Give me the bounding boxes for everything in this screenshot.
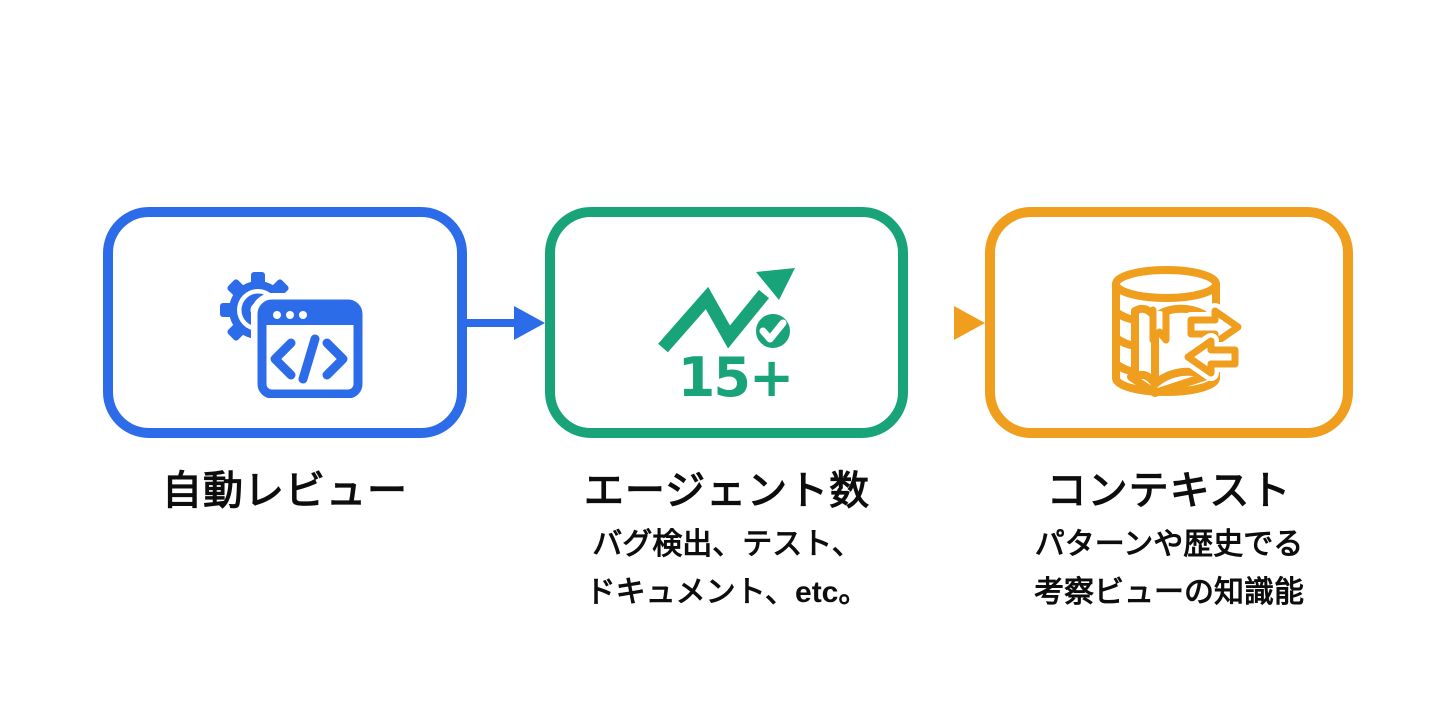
trending-up-check-icon: 15+ — [658, 268, 797, 410]
connector-arrow-1 — [467, 306, 545, 340]
step-title-auto-review: 自動レビュー — [162, 469, 408, 513]
gear-code-window-icon — [220, 272, 368, 398]
step-subtitle-line: ドキュメント、etc。 — [585, 576, 869, 609]
arrowhead-icon — [514, 306, 545, 340]
step-subtitle-context: パターンや歴史でる 考察ビューの知識能 — [969, 521, 1369, 617]
database-book-sync-icon — [1112, 266, 1246, 397]
arrowhead-icon — [954, 306, 985, 340]
step-subtitle-line: パターンや歴史でる — [1034, 528, 1304, 561]
connector-arrow-2 — [908, 306, 985, 340]
step-card-agent-count: 15+ — [545, 207, 908, 438]
step-title-agent-count: エージェント数 — [583, 469, 871, 513]
step-card-context — [985, 207, 1353, 438]
step-title-context: コンテキスト — [1046, 469, 1292, 513]
code-window-icon — [251, 293, 368, 398]
check-circle-icon — [752, 310, 794, 352]
sync-arrows-icon — [1180, 303, 1246, 381]
agent-count-badge: 15+ — [678, 346, 792, 409]
code-tag-icon — [270, 334, 348, 384]
step-subtitle-line: バグ検出、テスト、 — [592, 528, 862, 561]
step-subtitle-line: 考察ビューの知識能 — [1034, 576, 1304, 609]
step-card-auto-review — [103, 207, 467, 438]
step-subtitle-agent-count: バグ検出、テスト、 ドキュメント、etc。 — [527, 521, 927, 617]
trend-arrow-icon — [658, 268, 795, 353]
